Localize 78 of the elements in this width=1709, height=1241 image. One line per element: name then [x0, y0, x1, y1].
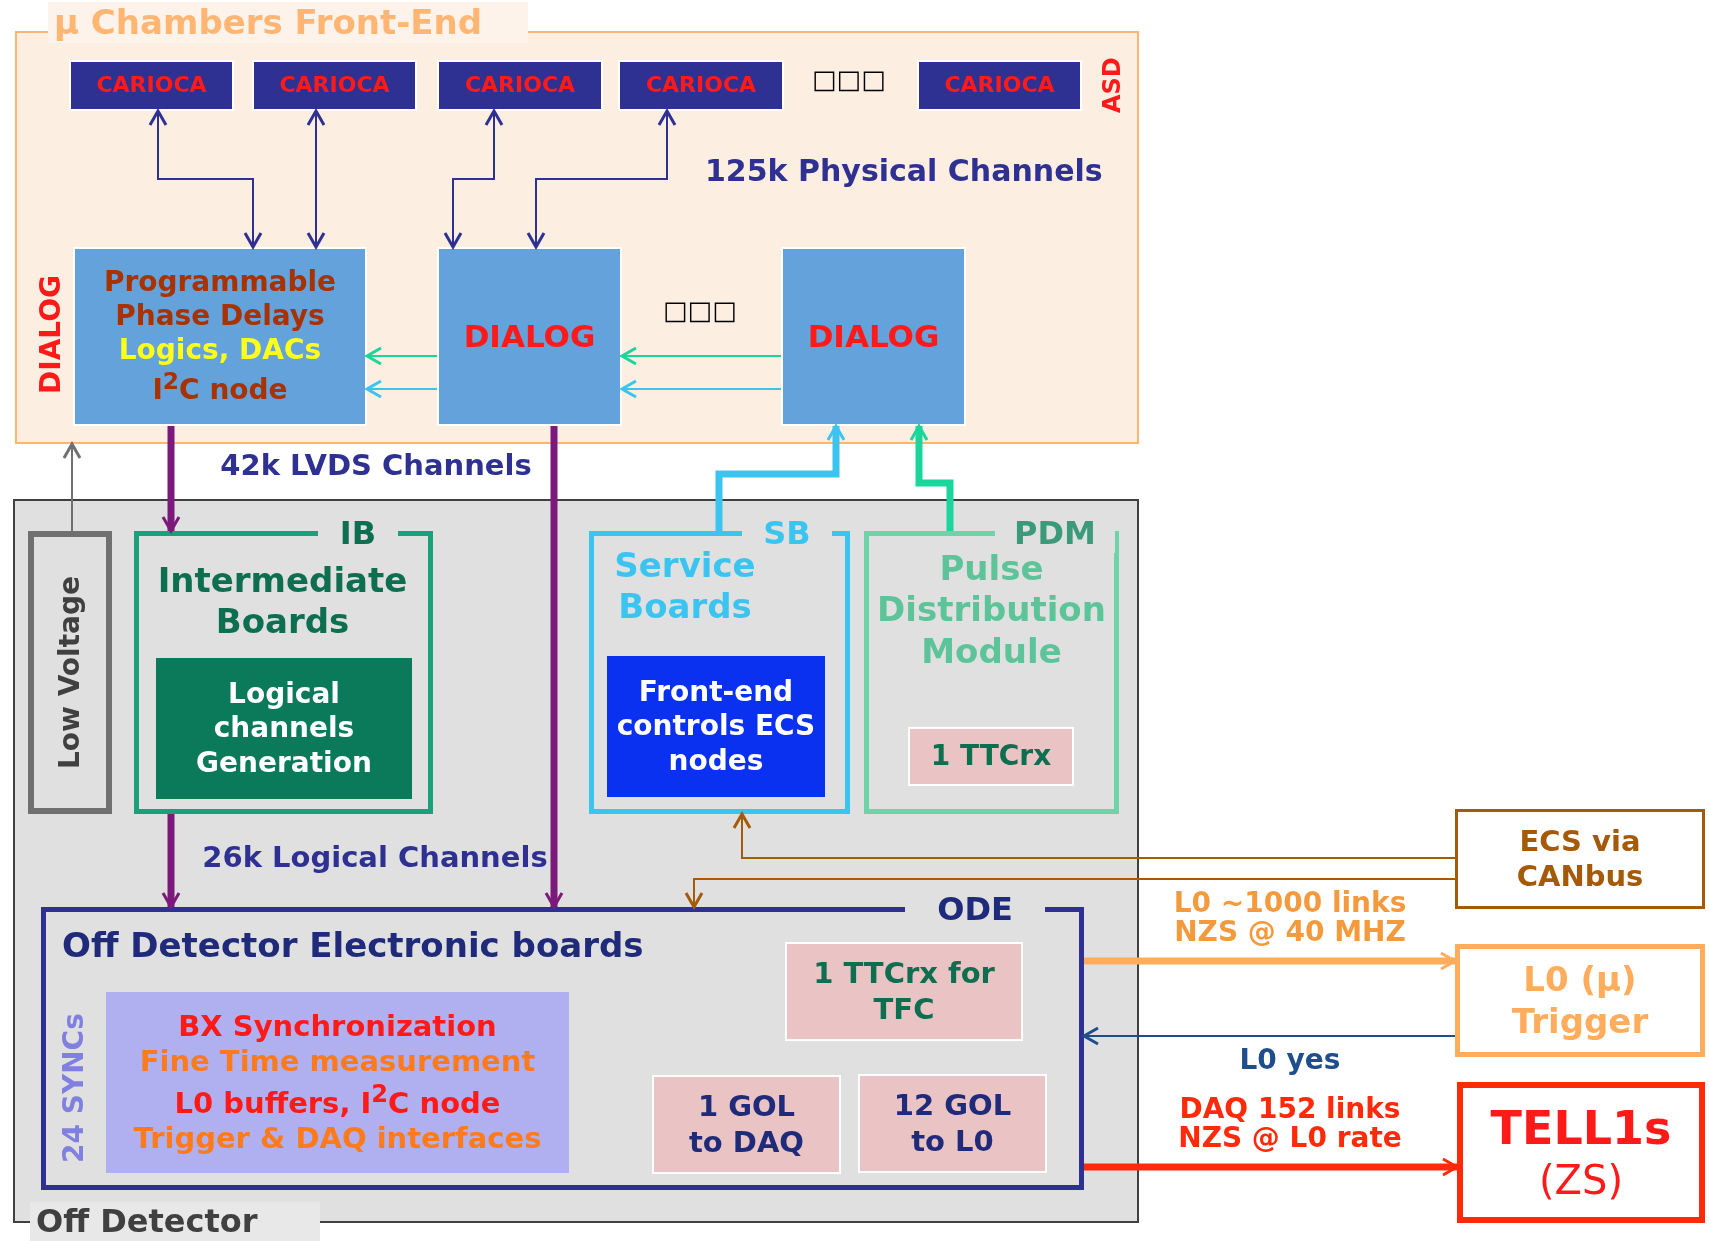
- box-title: CARIOCA: [645, 72, 757, 99]
- arrow: [715, 424, 846, 531]
- arrow: [306, 109, 326, 249]
- arrow: [365, 379, 438, 399]
- arrow: [684, 878, 1456, 909]
- box-title: Logical channels Generation: [195, 677, 373, 780]
- panel-title: Off Detector: [30, 1202, 320, 1241]
- chip-box: [69, 60, 234, 111]
- module-box: [1455, 944, 1705, 1057]
- box-title: 1 TTCrx: [930, 739, 1052, 774]
- chip-box: [252, 60, 417, 111]
- box-title: Intermediate Boards: [156, 560, 409, 643]
- box-title: CARIOCA: [944, 72, 1055, 99]
- box-title: ECS via CANbus: [1515, 823, 1645, 895]
- chip-box: [917, 60, 1082, 111]
- box-text: I$^{2}$C node: [152, 367, 288, 408]
- edge-label: 26k Logical Channels: [201, 840, 549, 875]
- arrow: [909, 424, 954, 531]
- side-label: ASD: [1098, 56, 1127, 115]
- module-box: [73, 247, 367, 426]
- module-box: [785, 942, 1023, 1041]
- box-title: 1 TTCrx for TFC: [812, 956, 996, 1027]
- box-text: L0 buffers, I$^{2}$C node: [174, 1079, 501, 1121]
- box-title: DIALOG: [807, 317, 940, 356]
- arrow: [732, 812, 1456, 859]
- edge-label: DAQ 152 links NZS @ L0 rate: [1177, 1094, 1403, 1153]
- arrow: [443, 109, 504, 249]
- arrow: [1082, 1026, 1456, 1046]
- box-text: Trigger & DAQ interfaces: [133, 1120, 542, 1157]
- module-box: [908, 727, 1074, 786]
- box-text: Logics, DACs: [118, 333, 322, 368]
- box-title: Low Voltage: [52, 576, 87, 769]
- chip-box: [437, 60, 603, 111]
- module-box: [1455, 809, 1705, 909]
- panel-title: μ Chambers Front-End: [48, 2, 528, 44]
- box-title: L0 (μ) Trigger: [1510, 959, 1650, 1042]
- module-box: [781, 247, 966, 426]
- arrow: [161, 814, 181, 909]
- box-text: Fine Time measurement: [139, 1044, 536, 1080]
- module-box: [652, 1075, 841, 1174]
- arrow: [365, 346, 438, 366]
- edge-label: L0 yes: [1238, 1043, 1342, 1077]
- side-label: DIALOG: [34, 274, 68, 396]
- module-box: [437, 247, 622, 426]
- box-text: (ZS): [1539, 1156, 1623, 1205]
- module-box: [858, 1074, 1047, 1173]
- box-title: 12 GOL to L0: [892, 1088, 1013, 1159]
- arrow: [526, 109, 677, 249]
- arrow: [620, 379, 782, 399]
- ellipsis-text: □□□: [812, 64, 887, 96]
- box-text: Programmable Phase Delays: [102, 265, 338, 334]
- module-box: [156, 658, 412, 799]
- box-title: CARIOCA: [464, 72, 576, 99]
- arrow: [161, 426, 181, 533]
- module-box: [28, 531, 112, 814]
- box-title: CARIOCA: [96, 72, 207, 99]
- module-box: [106, 992, 569, 1173]
- module-box: [607, 656, 825, 797]
- box-title: Front-end controls ECS nodes: [615, 675, 817, 778]
- ellipsis-text: □□□: [663, 295, 738, 327]
- box-title: DIALOG: [463, 317, 596, 356]
- arrow: [544, 426, 564, 909]
- arrow: [620, 346, 782, 366]
- arrow: [1084, 1157, 1459, 1177]
- box-title: CARIOCA: [279, 72, 390, 99]
- box-title: 1 GOL to DAQ: [687, 1089, 806, 1160]
- box-text: TELL1s: [1490, 1100, 1672, 1157]
- arrow: [148, 109, 263, 249]
- edge-label: 42k LVDS Channels: [219, 448, 533, 483]
- arrow: [62, 442, 82, 532]
- edge-label: L0 ~1000 links NZS @ 40 MHZ: [1172, 888, 1408, 947]
- box-title: Off Detector Electronic boards: [62, 925, 645, 967]
- side-label: 24 SYNCs: [57, 1012, 91, 1165]
- module-box: [1457, 1082, 1705, 1223]
- chip-box: [618, 60, 784, 111]
- box-text: BX Synchronization: [178, 1008, 497, 1045]
- arrow: [1084, 951, 1457, 971]
- note-text: 125k Physical Channels: [705, 153, 1104, 190]
